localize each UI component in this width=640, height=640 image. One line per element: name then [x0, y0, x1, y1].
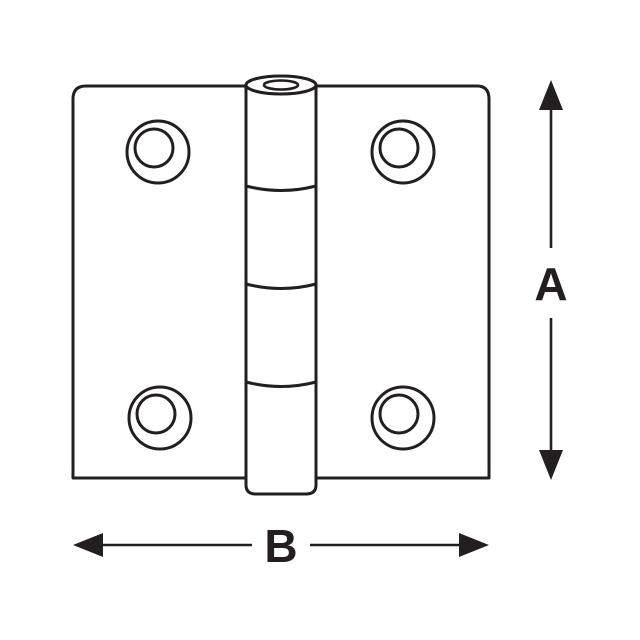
screw-hole-bottom-left: [127, 385, 193, 451]
dimension-b-arrowhead-left-icon: [73, 533, 103, 557]
dimension-a-arrowhead-up-icon: [539, 80, 563, 110]
dimension-a: A: [534, 80, 568, 480]
dimension-a-label: A: [534, 258, 567, 310]
screw-hole-bottom-right: [370, 385, 436, 451]
dimension-a-arrowhead-down-icon: [539, 450, 563, 480]
screw-hole-top-left: [125, 119, 191, 185]
left-hinge-leaf: [71, 84, 248, 480]
right-hinge-leaf: [314, 84, 491, 480]
screw-hole-top-right: [370, 119, 436, 185]
dimension-b-arrowhead-right-icon: [459, 533, 489, 557]
dimension-b-label: B: [264, 520, 297, 572]
dimension-b: B: [73, 520, 489, 572]
hinge-knuckle: [244, 74, 318, 496]
